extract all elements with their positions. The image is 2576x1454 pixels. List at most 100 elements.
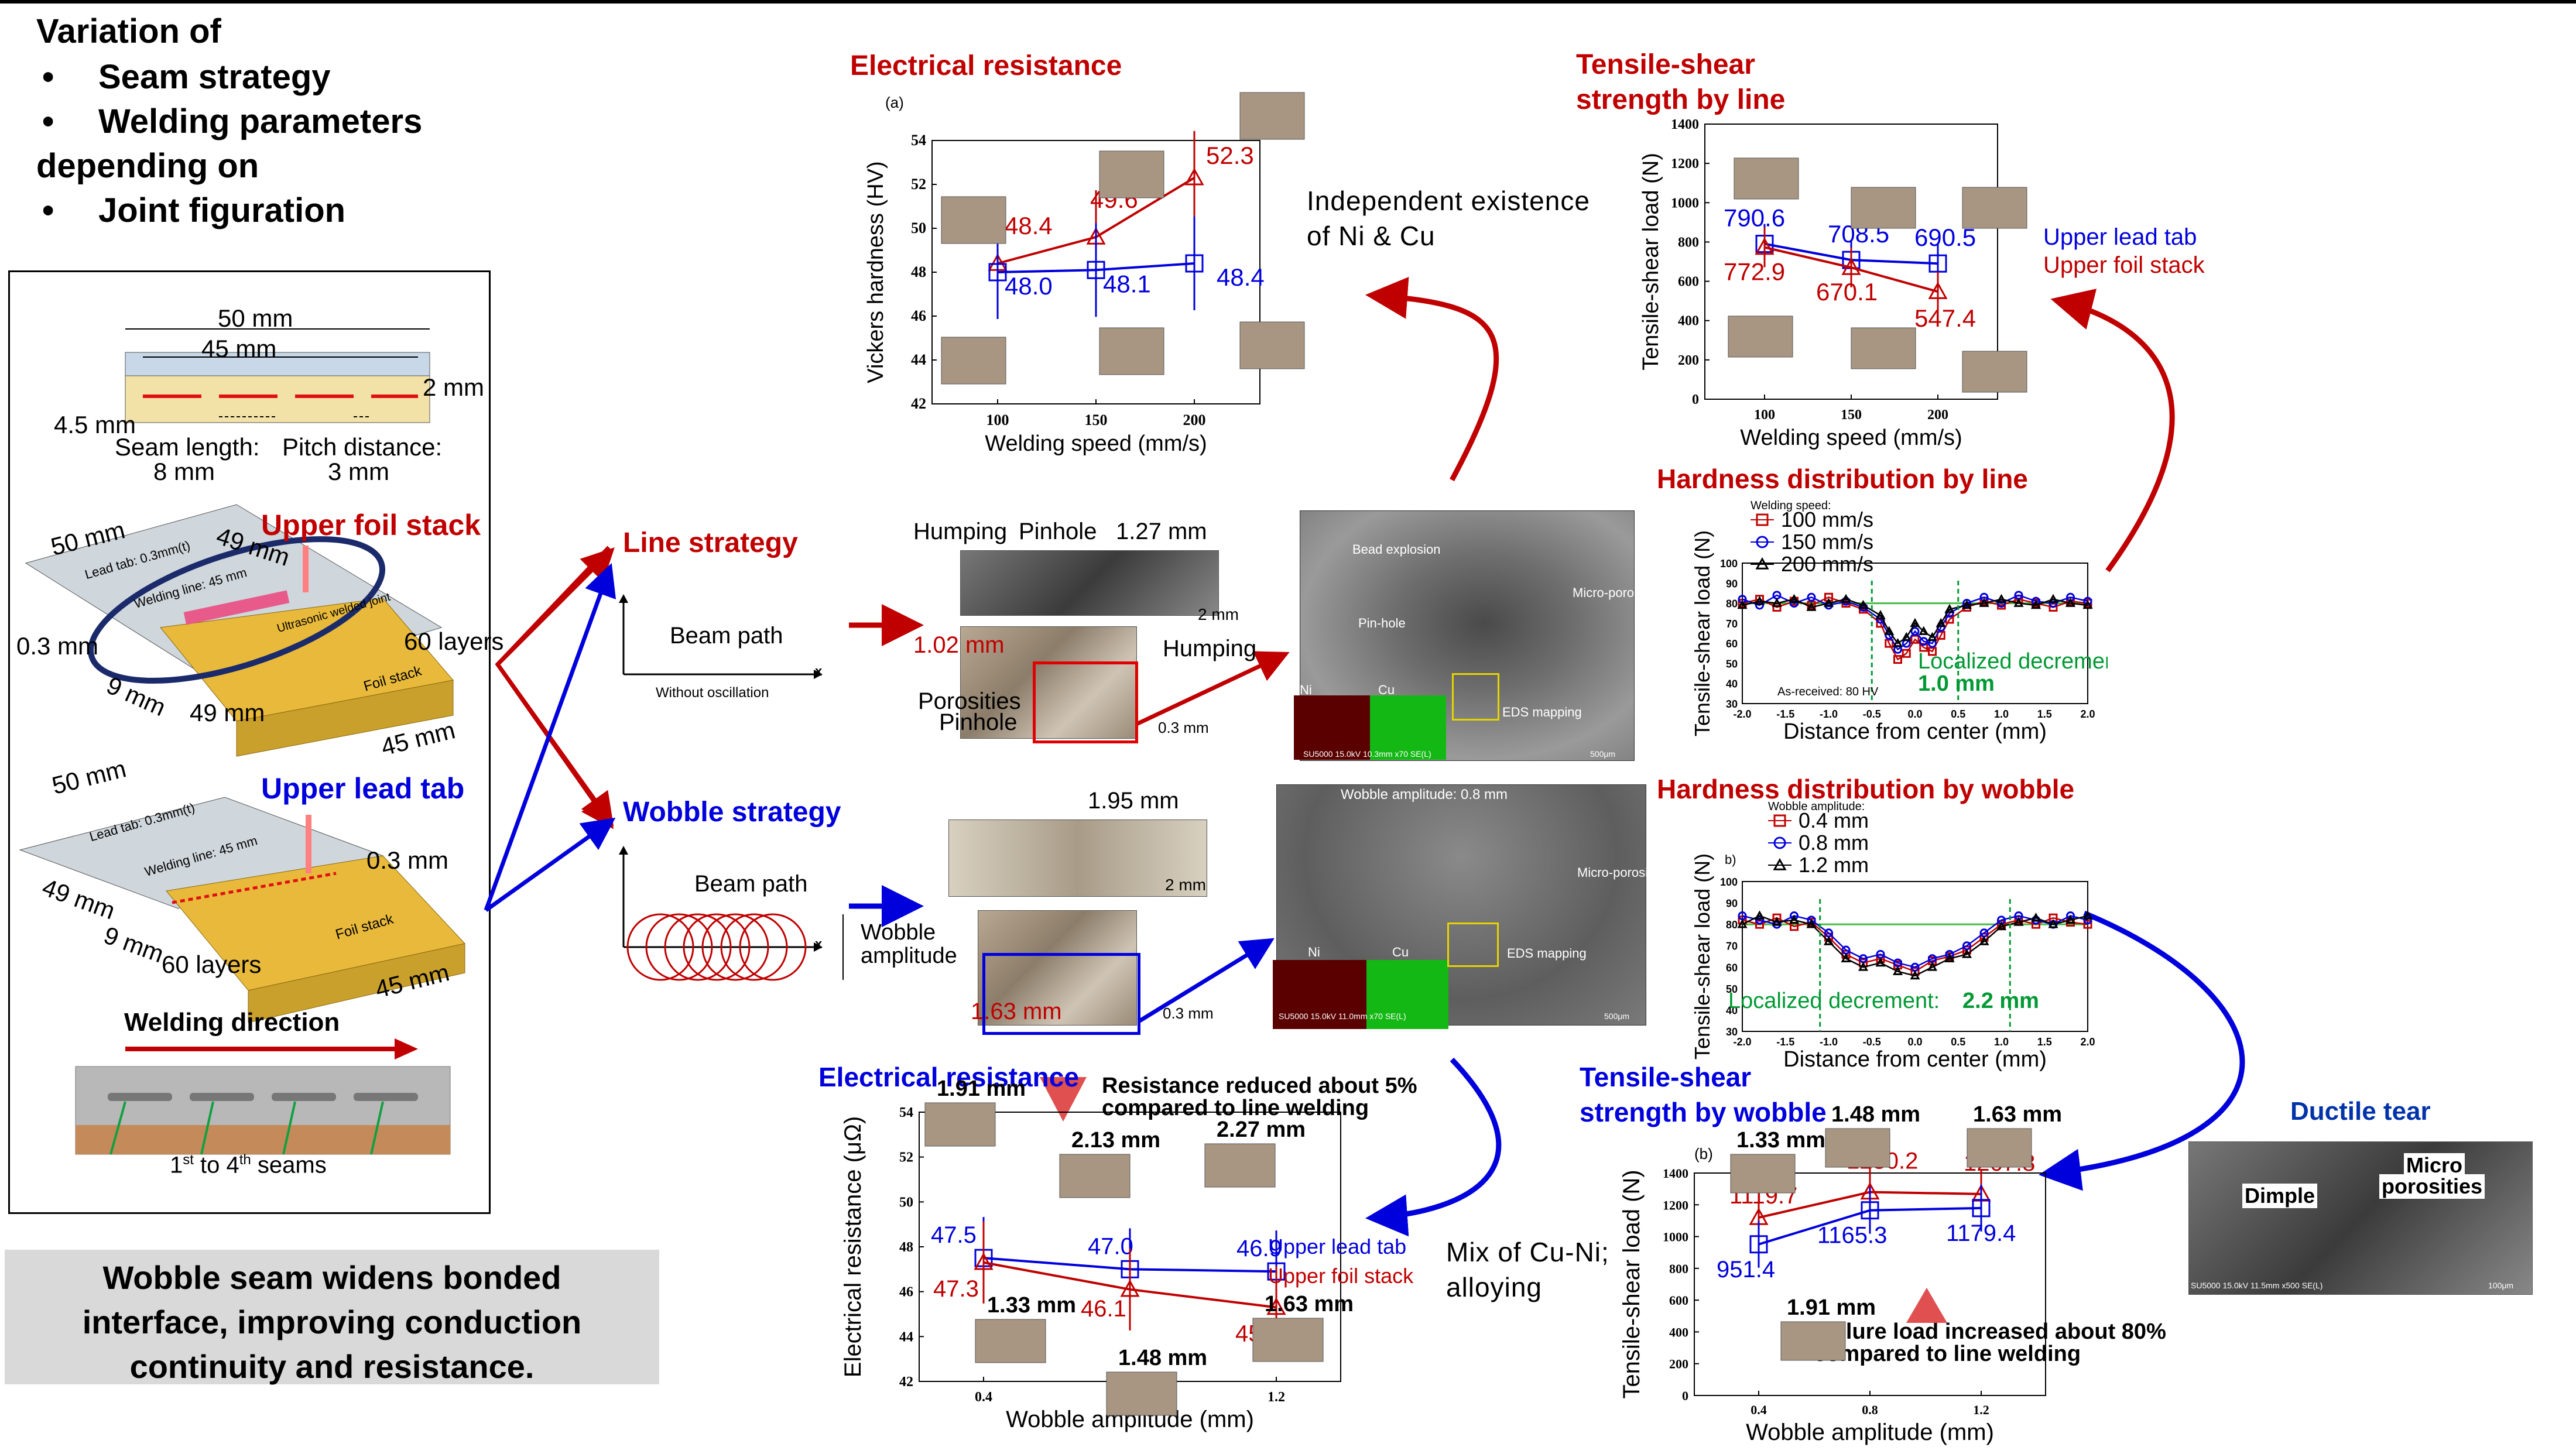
bead-cross-section-thumbnail: [1825, 1128, 1890, 1168]
y-tick-label: 50: [1726, 658, 1738, 670]
y-tick-label: 0: [1682, 1388, 1688, 1403]
bead-cross-section-thumbnail: [975, 1319, 1046, 1363]
y-tick-label: 100: [1720, 558, 1738, 570]
data-point: [1919, 643, 1928, 652]
layers-label-b: 60 layers: [162, 951, 262, 978]
y-tick-label: 48: [899, 1240, 913, 1255]
y-tick-label: 48: [911, 263, 926, 280]
x-tick-label: 100: [1754, 407, 1775, 423]
sem-line-ni-label: Ni: [1300, 683, 1312, 697]
data-point: [1892, 638, 1903, 647]
data-point: [1884, 626, 1895, 635]
y-tick-label: 30: [1726, 698, 1738, 710]
series-line-1: [1742, 594, 2088, 651]
dim-4-5mm: 4.5 mm: [54, 411, 136, 438]
data-point: [1861, 1201, 1879, 1220]
bead-cross-section-thumbnail: [1962, 351, 2027, 393]
bead-cross-section-thumbnail: [1780, 1321, 1846, 1361]
y-tick-label: 1000: [1663, 1230, 1688, 1244]
y-tick-label: 52: [911, 176, 926, 193]
data-point: [1858, 962, 1869, 971]
data-point: [1919, 637, 1928, 646]
dim-45mm: 45 mm: [201, 335, 277, 362]
callout-label: Localized decrement:: [1728, 989, 1940, 1013]
y-tick-label: 60: [1726, 962, 1738, 973]
y-tick-label: 42: [911, 395, 926, 412]
x-tick-label: 1.2: [1268, 1390, 1285, 1405]
bead-cross-section-thumbnail: [924, 1102, 996, 1147]
sem-line-cu-label: Cu: [1378, 683, 1395, 697]
bead-cross-section-thumbnail: [941, 196, 1006, 244]
x-tick-label: 0.8: [1862, 1402, 1878, 1417]
x-tick-label: -0.5: [1863, 708, 1881, 720]
data-label: 1165.3: [1817, 1223, 1887, 1249]
data-point: [1185, 254, 1204, 273]
sem-wobble-micro-porosities: Micro-porosities: [1577, 865, 1669, 880]
data-point: [1944, 603, 1955, 613]
data-point: [1893, 655, 1902, 664]
data-label: 772.9: [1724, 258, 1785, 286]
sem-line-footer: SU5000 15.0kV 10.3mm x70 SE(L): [1303, 749, 1431, 759]
data-point: [1789, 914, 1800, 924]
legend-label: 150 mm/s: [1781, 530, 1873, 554]
failure-increased-label-2: compared to line welding: [1814, 1342, 2081, 1366]
bead-cross-section-thumbnail: [1851, 187, 1916, 229]
data-label: 46.1: [1081, 1296, 1126, 1322]
x-tick-label: 2.0: [2080, 708, 2095, 720]
legend-label: 200 mm/s: [1781, 552, 1873, 576]
x-axis-label: Wobble amplitude (mm): [1746, 1419, 1994, 1445]
data-point: [1910, 635, 1920, 644]
bead-cross-section-thumbnail: [1099, 150, 1164, 198]
data-point: [1807, 592, 1816, 602]
data-label: 48.4: [1005, 212, 1053, 239]
legend-lead-tab: Upper lead tab: [1268, 1234, 1406, 1258]
y-axis-label: Tensile-shear load (N): [1639, 153, 1663, 371]
bead-cross-section-thumbnail: [1962, 187, 2027, 229]
x-tick-label: 0.4: [1751, 1402, 1767, 1417]
legend-lead-tab: Upper lead tab: [2043, 224, 2197, 250]
data-point: [1901, 632, 1912, 642]
legend-label: 0.8 mm: [1799, 831, 1869, 855]
data-point: [1754, 596, 1765, 605]
sem-line-bead-explosion: Bead explosion: [1352, 542, 1441, 557]
bullet-char-1: •: [42, 58, 54, 96]
dim-0-3mm-b: 0.3 mm: [366, 846, 449, 874]
wobble-depth-label: 1.63 mm: [971, 999, 1062, 1024]
data-point: [2066, 911, 2075, 921]
data-point: [2065, 914, 2076, 924]
porosities-label-fracto: porosities: [2379, 1174, 2485, 1199]
data-point: [1087, 260, 1105, 279]
data-label: 951.4: [1717, 1257, 1775, 1282]
wobble-cross-section-photo: [978, 910, 1137, 1026]
x-tick-label: -1.0: [1820, 1036, 1838, 1048]
data-label: 48.0: [1005, 272, 1053, 300]
legend-label: 0.4 mm: [1799, 808, 1869, 832]
data-point: [1910, 618, 1920, 627]
data-point: [2082, 599, 2093, 609]
data-label: 47.3: [933, 1276, 979, 1302]
mix-label: Mix of Cu-Ni;: [1446, 1237, 1609, 1267]
bead-cross-section-thumbnail: [1059, 1154, 1131, 1198]
y-tick-label: 90: [1726, 578, 1738, 589]
bead-cross-section-thumbnail: [1239, 92, 1305, 140]
data-point: [1790, 911, 1799, 921]
wobble-width-label: 1.95 mm: [1088, 788, 1179, 814]
summary-line2: interface, improving conduction: [82, 1304, 582, 1340]
wobble-scale-label-2: 0.3 mm: [1163, 1004, 1214, 1022]
x-tick-label: 1.5: [2037, 708, 2052, 720]
y-axis-label: Electrical resistance (μΩ): [840, 1116, 866, 1377]
photo-dim-label: 1.33 mm: [1736, 1128, 1825, 1153]
sem-wobble-eds-box: [1447, 923, 1499, 967]
x-tick-label: -2.0: [1733, 1036, 1751, 1048]
data-point: [2083, 920, 2092, 929]
data-point: [1807, 915, 1816, 925]
series-line-2: [1742, 915, 2088, 977]
fractograph-footer: SU5000 15.0kV 11.5mm x500 SE(L): [2191, 1281, 2323, 1290]
panel-label: b): [1725, 852, 1736, 867]
data-point: [2030, 913, 2041, 922]
data-point: [1806, 602, 1817, 611]
photo-dim-label: 2.13 mm: [1071, 1128, 1160, 1153]
